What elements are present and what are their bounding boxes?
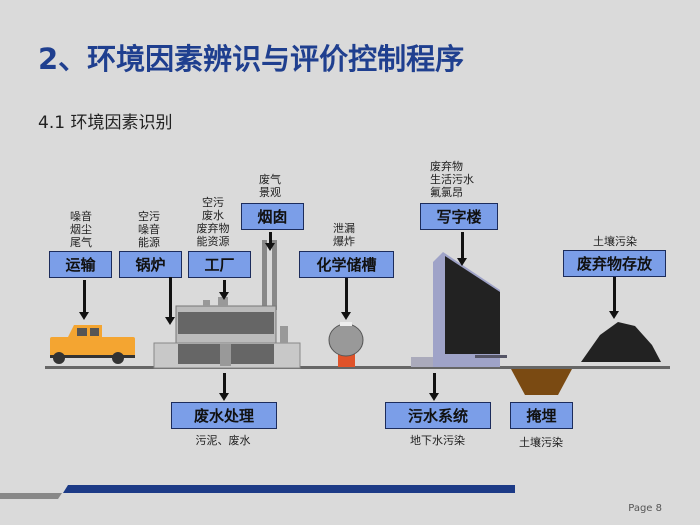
- office-box: 写字楼: [420, 203, 498, 230]
- chem-tank-notes: 泄漏 爆炸: [333, 222, 355, 248]
- arrow-icon: [457, 232, 466, 266]
- factory-notes: 空污 废水 废弃物 能资源: [196, 196, 230, 248]
- wastewater-box: 废水处理: [171, 402, 277, 429]
- sewage-box: 污水系统: [385, 402, 491, 429]
- transport-box: 运输: [49, 251, 112, 278]
- section-subtitle: 4.1 环境因素识别: [38, 113, 173, 133]
- factory-box: 工厂: [188, 251, 251, 278]
- landfill-pit: [511, 369, 572, 395]
- footer-blue-bar: [63, 485, 515, 493]
- factory-illustration: [153, 240, 301, 369]
- page-number: Page 8: [628, 503, 662, 514]
- arrow-icon: [265, 232, 274, 251]
- arrow-icon: [219, 373, 228, 401]
- office-building-illustration: [411, 252, 507, 367]
- page-title: 2、环境因素辨识与评价控制程序: [38, 42, 465, 76]
- chimney-box: 烟囱: [241, 203, 304, 230]
- office-notes: 废弃物 生活污水 氟氯昂: [430, 160, 474, 199]
- waste-storage-notes: 土壤污染: [593, 235, 637, 248]
- truck-illustration: [50, 325, 135, 364]
- chimney-notes: 废气 景观: [259, 173, 281, 199]
- transport-notes: 噪音 烟尘 尾气: [70, 210, 92, 249]
- chemical-tank-illustration: [328, 322, 364, 367]
- waste-storage-box: 废弃物存放: [563, 250, 666, 277]
- wastewater-notes: 污泥、废水: [195, 434, 251, 447]
- arrow-icon: [219, 280, 228, 300]
- waste-pile-illustration: [581, 322, 661, 362]
- arrow-icon: [609, 277, 618, 319]
- ground-line: [45, 366, 670, 369]
- arrow-icon: [429, 373, 438, 401]
- arrow-icon: [79, 280, 88, 320]
- boiler-notes: 空污 噪音 能源: [138, 210, 160, 249]
- landfill-box: 掩埋: [510, 402, 573, 429]
- landfill-notes: 土壤污染: [519, 436, 563, 449]
- boiler-box: 锅炉: [119, 251, 182, 278]
- footer-gray-bar: [0, 493, 62, 499]
- arrow-icon: [341, 278, 350, 320]
- arrow-icon: [165, 277, 174, 325]
- chem-tank-box: 化学储槽: [299, 251, 394, 278]
- sewage-notes: 地下水污染: [410, 434, 465, 447]
